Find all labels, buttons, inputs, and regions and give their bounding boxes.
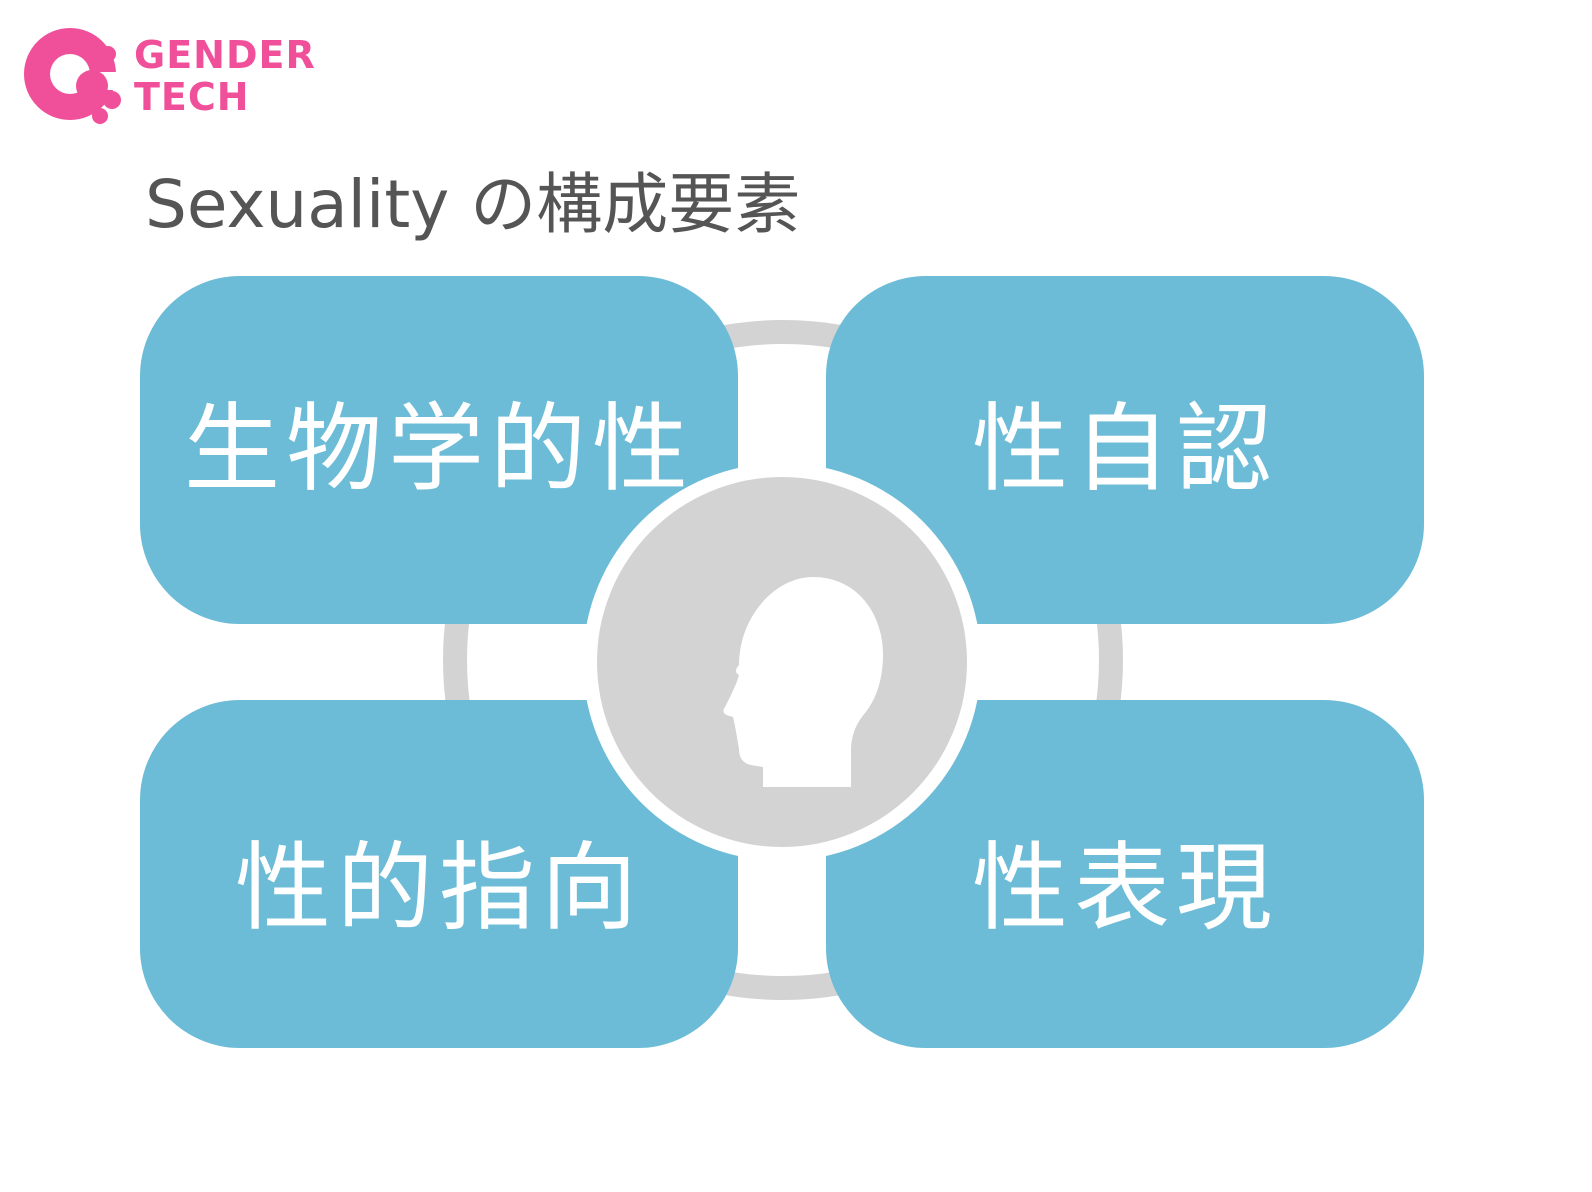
center-circle: [583, 463, 981, 861]
logo-line-1: GENDER: [134, 33, 316, 77]
gender-tech-logo-icon: [24, 28, 121, 124]
card-gender-identity: 性自認: [826, 276, 1424, 624]
page-title: Sexuality の構成要素: [145, 166, 801, 243]
logo-line-2: TECH: [134, 75, 250, 119]
card-biological-sex-label: 生物学的性: [184, 392, 694, 505]
card-gender-expression-label: 性表現: [972, 831, 1278, 944]
logo-wordmark: GENDER TECH: [134, 34, 316, 118]
center-circle-fill: [597, 477, 967, 847]
card-gender-identity-label: 性自認: [972, 392, 1278, 505]
head-profile-icon: [723, 577, 883, 787]
brand-logo: GENDER TECH: [22, 26, 342, 126]
card-sexual-orientation-label: 性的指向: [235, 831, 643, 944]
